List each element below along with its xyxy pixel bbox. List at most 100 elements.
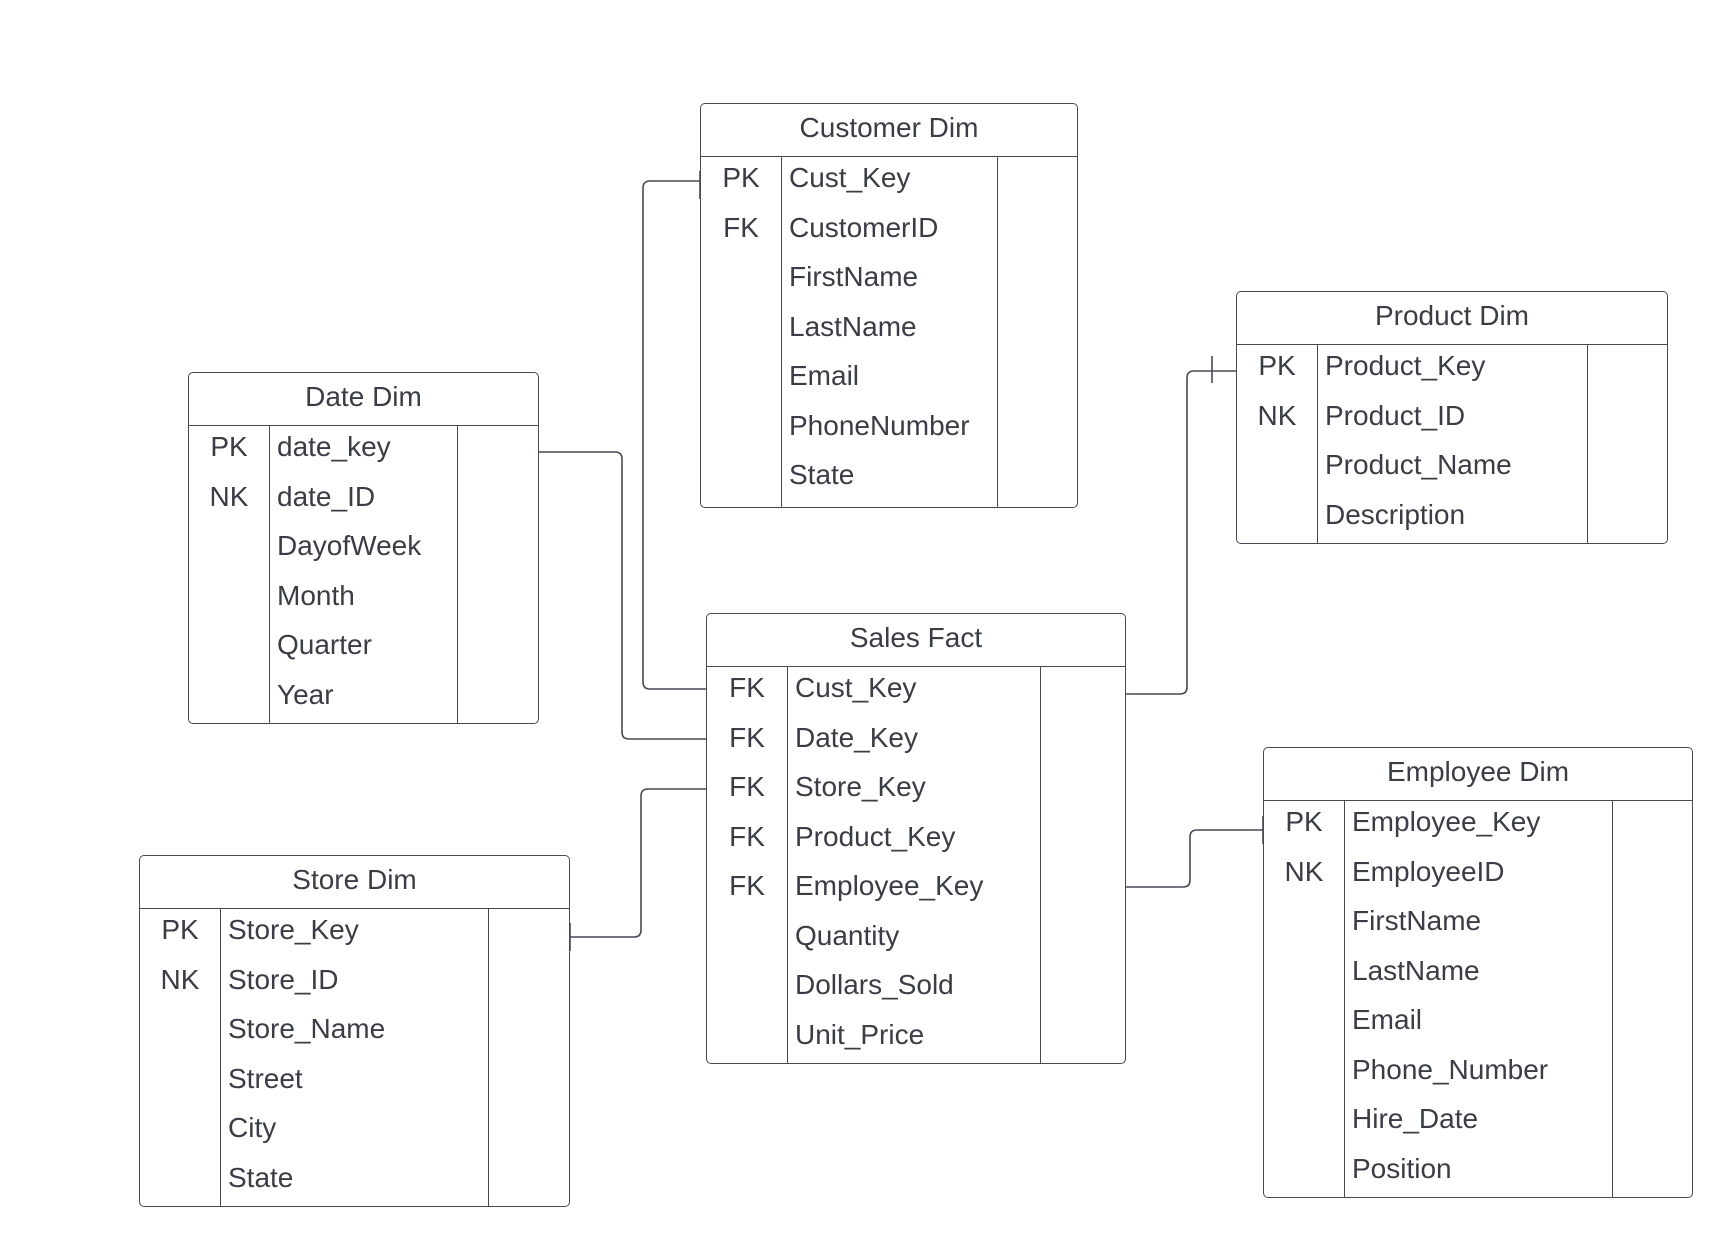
entity-sales-fact[interactable]: Sales Fact FK Cust_Key FK Date_Key FK St…: [706, 613, 1126, 1064]
field-name: Position: [1352, 1152, 1452, 1184]
field-key: PK: [1285, 806, 1323, 837]
extra-column-divider: [1040, 667, 1041, 1063]
entity-title: Product Dim: [1237, 292, 1667, 345]
key-column-divider: [781, 157, 782, 507]
field-name: FirstName: [789, 261, 919, 292]
field-name: DayofWeek: [277, 530, 422, 561]
field-name: date_ID: [277, 480, 376, 512]
field-name: Street: [228, 1062, 303, 1094]
connector-sales-date: [537, 438, 706, 740]
field-key: NK: [1257, 399, 1297, 431]
entity-title: Employee Dim: [1264, 748, 1692, 801]
field-name: Cust_Key: [789, 162, 911, 193]
field-row: FK Product_Key: [707, 816, 1125, 866]
field-key: FK: [729, 870, 765, 901]
field-row: Description: [1237, 494, 1667, 544]
entity-fields: PK Cust_Key FK CustomerID FirstName Last…: [701, 157, 1077, 507]
extra-column-divider: [1587, 345, 1588, 543]
field-row: City: [140, 1107, 569, 1157]
field-row: Unit_Price: [707, 1014, 1125, 1064]
field-name: Store_Name: [228, 1013, 386, 1044]
field-key: FK: [729, 721, 765, 753]
field-row: DayofWeek: [189, 525, 538, 575]
entity-fields: PK Store_Key NK Store_ID Store_Name Stre…: [140, 909, 569, 1206]
entity-employee-dim[interactable]: Employee Dim PK Employee_Key NK Employee…: [1263, 747, 1693, 1198]
field-name: Employee_Key: [1352, 806, 1541, 837]
key-column-divider: [1317, 345, 1318, 543]
field-key: FK: [729, 820, 765, 852]
field-row: FK Cust_Key: [707, 667, 1125, 717]
field-name: Date_Key: [795, 721, 918, 753]
connector-sales-employee: [1114, 816, 1264, 907]
field-name: date_key: [277, 431, 391, 462]
field-name: State: [789, 459, 855, 490]
field-row: NK date_ID: [189, 476, 538, 526]
field-name: Hire_Date: [1352, 1103, 1479, 1134]
entity-title: Store Dim: [140, 856, 569, 909]
extra-column-divider: [997, 157, 998, 507]
field-name: State: [228, 1161, 294, 1193]
entity-date-dim[interactable]: Date Dim PK date_key NK date_ID DayofWee…: [188, 372, 539, 724]
field-name: Year: [277, 678, 334, 710]
field-row: FK CustomerID: [701, 207, 1077, 257]
field-row: Month: [189, 575, 538, 625]
field-name: Quarter: [277, 629, 372, 660]
entity-customer-dim[interactable]: Customer Dim PK Cust_Key FK CustomerID F…: [700, 103, 1078, 508]
field-row: FirstName: [1264, 900, 1692, 950]
field-name: EmployeeID: [1352, 855, 1505, 887]
entity-store-dim[interactable]: Store Dim PK Store_Key NK Store_ID Store…: [139, 855, 570, 1207]
field-name: Product_ID: [1325, 399, 1466, 431]
field-name: City: [228, 1112, 277, 1143]
field-row: FK Date_Key: [707, 717, 1125, 767]
field-name: Dollars_Sold: [795, 969, 954, 1000]
field-name: Store_ID: [228, 963, 339, 995]
field-key: PK: [161, 914, 199, 945]
field-row: Phone_Number: [1264, 1049, 1692, 1099]
key-column-divider: [787, 667, 788, 1063]
field-row: Quarter: [189, 624, 538, 674]
field-row: PK Cust_Key: [701, 157, 1077, 207]
field-row: PhoneNumber: [701, 405, 1077, 455]
field-row: Email: [701, 355, 1077, 405]
entity-title: Date Dim: [189, 373, 538, 426]
extra-column-divider: [488, 909, 489, 1206]
field-name: PhoneNumber: [789, 409, 970, 441]
entity-title: Sales Fact: [707, 614, 1125, 667]
field-row: FirstName: [701, 256, 1077, 306]
extra-column-divider: [1612, 801, 1613, 1197]
field-row: Dollars_Sold: [707, 964, 1125, 1014]
field-name: Quantity: [795, 919, 900, 951]
field-key: FK: [729, 672, 765, 703]
field-row: NK EmployeeID: [1264, 851, 1692, 901]
key-column-divider: [269, 426, 270, 723]
field-name: Store_Key: [228, 914, 359, 945]
field-name: Phone_Number: [1352, 1053, 1549, 1085]
field-name: Month: [277, 579, 355, 611]
entity-product-dim[interactable]: Product Dim PK Product_Key NK Product_ID…: [1236, 291, 1668, 544]
field-key: PK: [210, 431, 248, 462]
entity-fields: PK Product_Key NK Product_ID Product_Nam…: [1237, 345, 1667, 543]
field-key: NK: [209, 480, 249, 512]
field-row: FK Employee_Key: [707, 865, 1125, 915]
extra-column-divider: [457, 426, 458, 723]
field-name: Cust_Key: [795, 672, 917, 703]
key-column-divider: [1344, 801, 1345, 1197]
field-key: PK: [1258, 350, 1296, 381]
field-row: FK Store_Key: [707, 766, 1125, 816]
entity-fields: PK Employee_Key NK EmployeeID FirstName …: [1264, 801, 1692, 1197]
field-name: Email: [789, 360, 860, 391]
entity-fields: FK Cust_Key FK Date_Key FK Store_Key FK …: [707, 667, 1125, 1063]
field-key: NK: [1284, 855, 1324, 887]
field-name: FirstName: [1352, 905, 1482, 936]
field-row: State: [140, 1157, 569, 1207]
field-name: Unit_Price: [795, 1018, 925, 1050]
field-row: State: [701, 454, 1077, 504]
connector-sales-product: [1126, 356, 1236, 695]
field-row: Product_Name: [1237, 444, 1667, 494]
field-row: Hire_Date: [1264, 1098, 1692, 1148]
field-row: Quantity: [707, 915, 1125, 965]
field-row: Year: [189, 674, 538, 724]
field-name: Employee_Key: [795, 870, 984, 901]
field-name: Product_Name: [1325, 449, 1512, 480]
field-key: FK: [729, 771, 765, 802]
